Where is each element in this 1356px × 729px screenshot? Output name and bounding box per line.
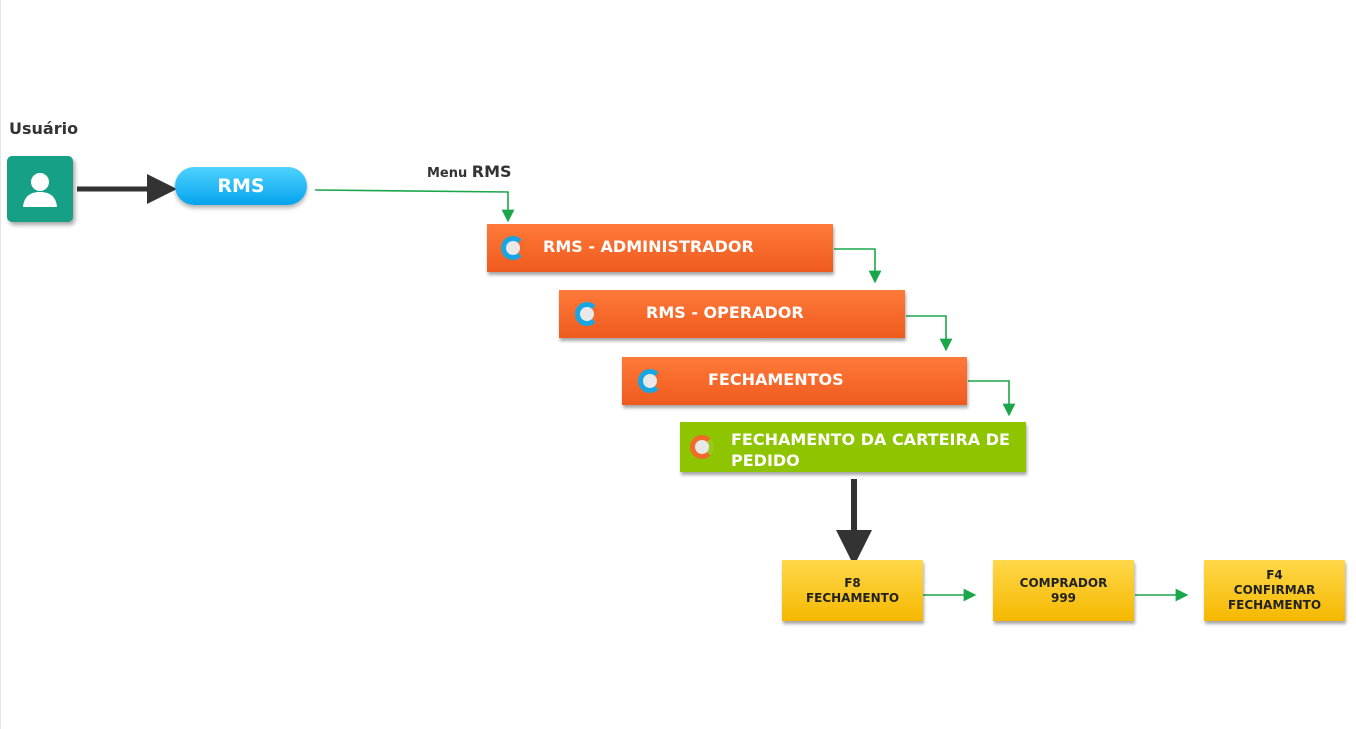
menu-label-prefix: Menu [427, 166, 468, 181]
action-f4-confirmar[interactable]: F4 CONFIRMAR FECHAMENTO [1204, 560, 1345, 621]
step-administrador[interactable]: RMS - ADMINISTRADOR [487, 224, 833, 272]
rms-pill[interactable]: RMS [175, 167, 307, 205]
arrow-fechamentos-to-carteira [968, 380, 1016, 417]
step-label: RMS - ADMINISTRADOR [543, 237, 754, 256]
menu-rms-label: Menu RMS [427, 162, 512, 181]
action-line: F8 [844, 575, 861, 590]
user-tile[interactable] [7, 156, 73, 222]
action-line: CONFIRMAR [1233, 583, 1316, 597]
step-fechamentos[interactable]: FECHAMENTOS [622, 357, 967, 405]
user-label: Usuário [9, 119, 79, 138]
ring-icon [575, 302, 599, 326]
arrow-rms-to-admin [314, 189, 515, 223]
arrow-admin-to-operador [834, 248, 882, 284]
step-label: FECHAMENTO DA CARTEIRA DE PEDIDO [731, 430, 1010, 470]
action-comprador[interactable]: COMPRADOR 999 [993, 560, 1134, 621]
step-label: RMS - OPERADOR [646, 303, 804, 322]
rms-pill-label: RMS [217, 175, 265, 197]
ring-icon [501, 236, 525, 260]
action-line: FECHAMENTO [805, 590, 900, 605]
step-label: FECHAMENTOS [708, 370, 844, 389]
action-f8-fechamento[interactable]: F8 FECHAMENTO [782, 560, 923, 621]
ring-icon [638, 369, 662, 393]
menu-label-suffix: RMS [471, 162, 512, 181]
action-line: 999 [1050, 590, 1077, 605]
ring-icon [690, 435, 714, 459]
action-line: FECHAMENTO [1227, 598, 1322, 612]
step-operador[interactable]: RMS - OPERADOR [559, 290, 905, 338]
action-line: COMPRADOR [1019, 575, 1108, 590]
arrow-operador-to-fechamentos [906, 315, 953, 352]
user-icon [23, 173, 57, 207]
action-line: F4 [1266, 568, 1283, 582]
left-border [0, 0, 1, 729]
step-fechamento-carteira[interactable]: FECHAMENTO DA CARTEIRA DE PEDIDO [680, 422, 1026, 472]
